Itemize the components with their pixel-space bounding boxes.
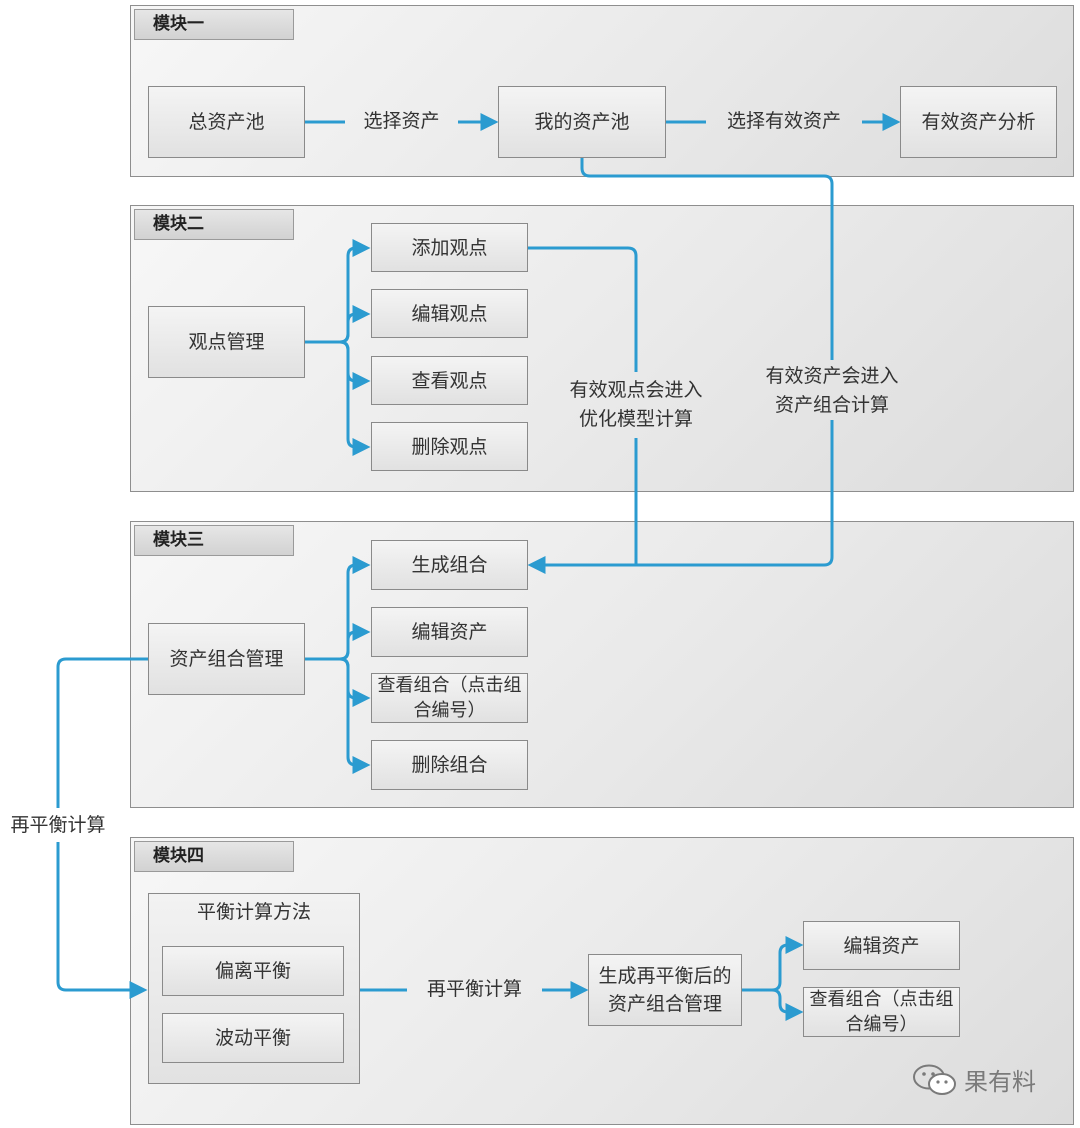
valid-view-note: 有效观点会进入 优化模型计算: [556, 376, 716, 434]
portfolio-management-box[interactable]: 资产组合管理: [148, 623, 305, 695]
rebalance-edit-assets-box[interactable]: 编辑资产: [803, 921, 960, 970]
rebalanced-portfolio-box[interactable]: 生成再平衡后的资产组合管理: [588, 954, 742, 1026]
edge-portfolio-branch: [339, 657, 371, 774]
delete-portfolio-box[interactable]: 删除组合: [371, 740, 528, 790]
edge-rebalance-loop-2: [56, 842, 148, 999]
rebalance-side-label: 再平衡计算: [2, 811, 114, 840]
edge-mypool-to-generate-2: [527, 420, 834, 574]
module-1-title: 模块一: [134, 9, 294, 40]
valid-view-note-line-2: 优化模型计算: [578, 408, 693, 430]
module-3-title: 模块三: [134, 525, 294, 556]
watermark-text: 果有料: [964, 1068, 1036, 1096]
generate-portfolio-box[interactable]: 生成组合: [371, 540, 528, 590]
module-2-title: 模块二: [134, 209, 294, 240]
add-view-box[interactable]: 添加观点: [371, 223, 528, 272]
select-valid-assets-label: 选择有效资产: [726, 110, 841, 132]
edge-mypool-to-generate: [580, 158, 834, 360]
edge-result-branch: [771, 936, 804, 992]
module-4-title: 模块四: [134, 841, 294, 872]
valid-asset-note-line-2: 资产组合计算: [774, 394, 889, 416]
view-management-box[interactable]: 观点管理: [148, 306, 305, 378]
edge-view-branch: [339, 340, 371, 456]
valid-asset-note: 有效资产会进入 资产组合计算: [752, 362, 912, 420]
edge-portfolio-branch: [339, 657, 371, 707]
edge-view-branch: [339, 340, 371, 390]
inspect-view-box[interactable]: 查看观点: [371, 356, 528, 405]
balance-method-title: 平衡计算方法: [196, 901, 311, 923]
valid-asset-note-line-1: 有效资产会进入: [765, 365, 899, 387]
wechat-icon: [913, 1064, 956, 1095]
edit-assets-box[interactable]: 编辑资产: [371, 607, 528, 657]
watermark: 果有料: [912, 1062, 1036, 1097]
edit-view-box[interactable]: 编辑观点: [371, 289, 528, 338]
rebalance-inspect-portfolio-box[interactable]: 查看组合（点击组合编号）: [803, 987, 960, 1037]
edge-rebalance-loop: [56, 657, 148, 808]
delete-view-box[interactable]: 删除观点: [371, 422, 528, 471]
rebalance-calc-label: 再平衡计算: [426, 978, 522, 1000]
edge-addview-down: [528, 246, 638, 372]
edge-result-branch: [771, 988, 804, 1021]
edge-portfolio-branch: [339, 623, 371, 661]
my-asset-pool-box[interactable]: 我的资产池: [498, 86, 666, 158]
inspect-portfolio-box[interactable]: 查看组合（点击组合编号）: [371, 673, 528, 723]
volatility-balance-box[interactable]: 波动平衡: [162, 1013, 344, 1063]
total-asset-pool-box[interactable]: 总资产池: [148, 86, 305, 158]
valid-view-note-line-1: 有效观点会进入: [569, 379, 703, 401]
select-assets-label: 选择资产: [363, 110, 440, 132]
edge-view-branch: [339, 305, 371, 344]
edge-view-branch: [339, 239, 371, 344]
edge-portfolio-branch: [339, 556, 371, 661]
deviation-balance-box[interactable]: 偏离平衡: [162, 946, 344, 996]
valid-asset-analysis-box[interactable]: 有效资产分析: [900, 86, 1057, 158]
